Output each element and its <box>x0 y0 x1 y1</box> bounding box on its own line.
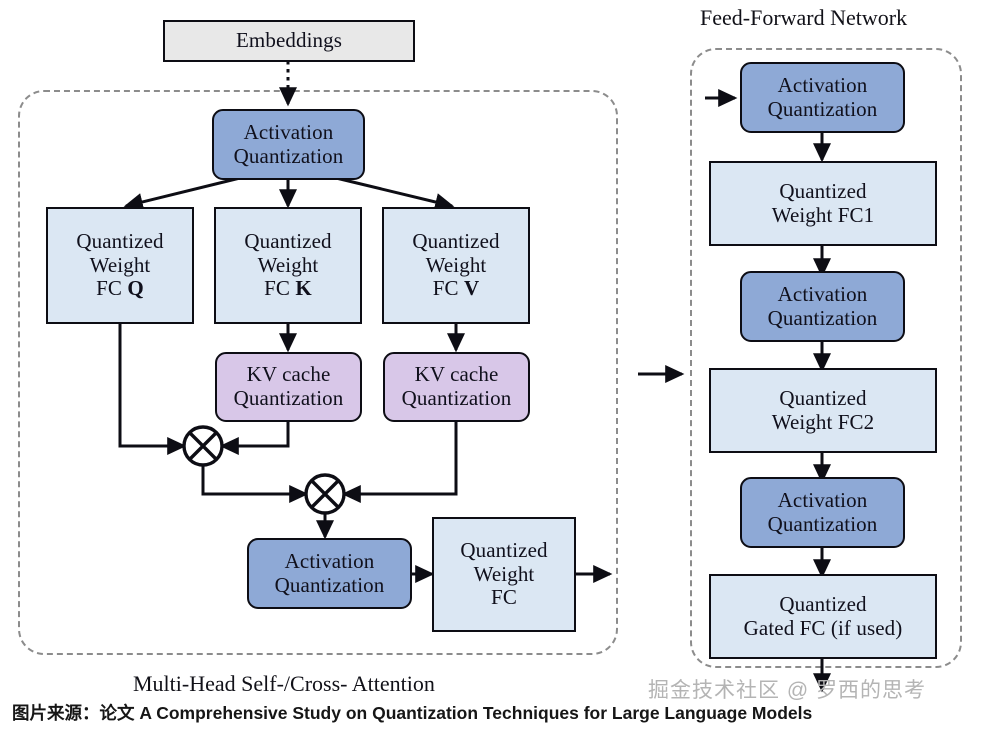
fc-q-line-2: Weight <box>89 252 151 277</box>
node-quantized-weight-fc-k[interactable]: Quantized Weight FC K <box>214 207 362 324</box>
node-activation-quantization-bottom[interactable]: Activation Quantization <box>247 538 412 609</box>
fc-k-letter: K <box>295 276 312 301</box>
attention-block-title: Multi-Head Self-/Cross- Attention <box>133 671 435 696</box>
fc-v-line-2: Weight <box>425 252 487 277</box>
fc-v-line-3: FC V <box>432 276 480 301</box>
fc-k-line-3: FC K <box>264 276 312 301</box>
ffn-block-title: Feed-Forward Network <box>700 5 908 30</box>
node-quantized-weight-fc-v[interactable]: Quantized Weight FC V <box>382 207 530 324</box>
node-kv-cache-quantization-v[interactable]: KV cache Quantization <box>383 352 530 422</box>
fc-q-letter: Q <box>127 276 144 301</box>
node-ffn-quantized-weight-fc2[interactable]: Quantized Weight FC2 <box>709 368 937 453</box>
node-activation-quantization-top[interactable]: Activation Quantization <box>212 109 365 180</box>
node-ffn-activation-quantization-2[interactable]: Activation Quantization <box>740 271 905 342</box>
ffn-block-container <box>690 48 962 668</box>
node-ffn-quantized-gated-fc[interactable]: Quantized Gated FC (if used) <box>709 574 937 659</box>
node-quantized-weight-fc-q[interactable]: Quantized Weight FC Q <box>46 207 194 324</box>
watermark: 掘金技术社区 @ 罗西的思考 <box>648 679 926 702</box>
fc-k-line-1: Quantized <box>244 229 332 254</box>
node-kv-cache-quantization-k[interactable]: KV cache Quantization <box>215 352 362 422</box>
node-ffn-activation-quantization-1[interactable]: Activation Quantization <box>740 62 905 133</box>
attention-block-container <box>18 90 618 655</box>
node-embeddings[interactable]: Embeddings <box>163 20 415 62</box>
source-caption: 图片来源：论文 A Comprehensive Study on Quantiz… <box>12 703 813 723</box>
fc-q-line-3: FC Q <box>96 276 144 301</box>
node-ffn-activation-quantization-3[interactable]: Activation Quantization <box>740 477 905 548</box>
fc-q-line-1: Quantized <box>76 229 164 254</box>
fc-k-line-2: Weight <box>257 252 319 277</box>
fc-v-letter: V <box>463 276 480 301</box>
node-quantized-weight-fc-out[interactable]: Quantized Weight FC <box>432 517 576 632</box>
fc-v-line-1: Quantized <box>412 229 500 254</box>
node-ffn-quantized-weight-fc1[interactable]: Quantized Weight FC1 <box>709 161 937 246</box>
